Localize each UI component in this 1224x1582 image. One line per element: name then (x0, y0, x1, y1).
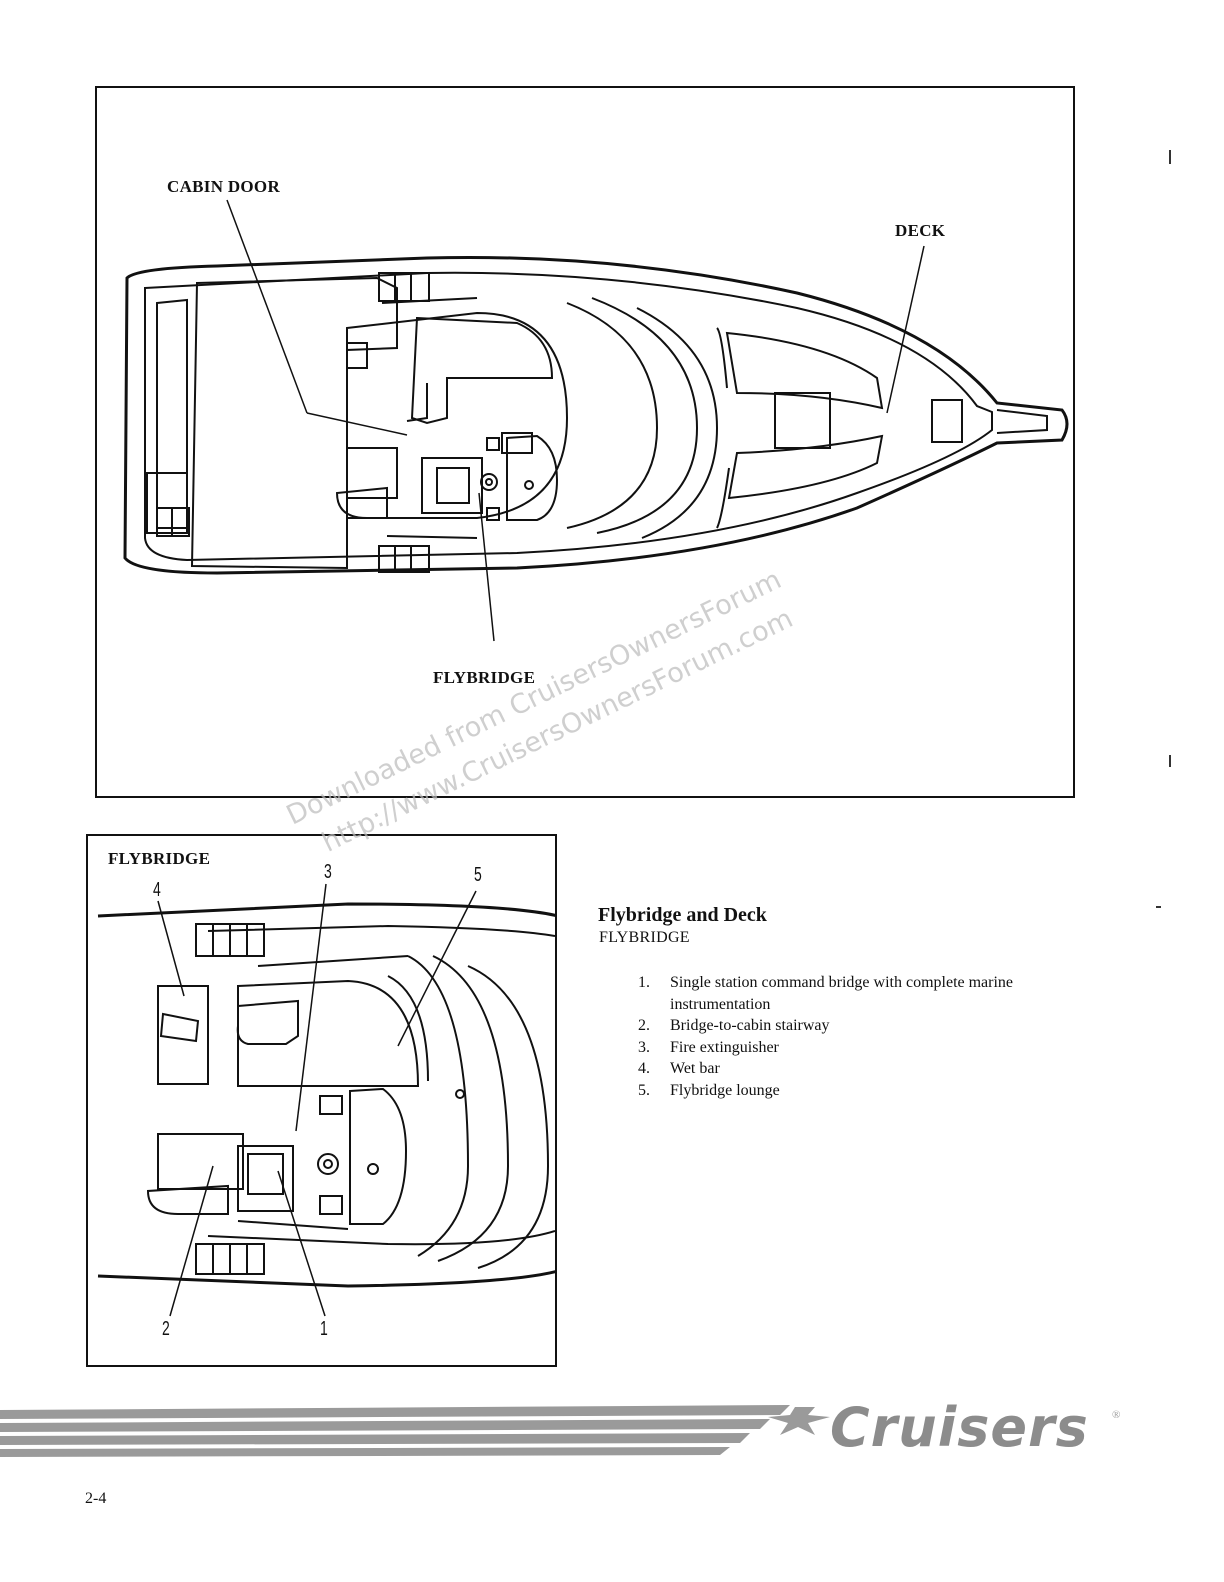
cabin-door-label: CABIN DOOR (167, 177, 281, 196)
brand-logo: Cruisers (830, 1396, 1089, 1459)
list-item: 4. Wet bar (638, 1058, 1110, 1080)
footer-brand-banner: Cruisers ® (0, 1395, 1224, 1465)
list-item: 2. Bridge-to-cabin stairway (638, 1015, 1110, 1037)
list-item: 3. Fire extinguisher (638, 1037, 1110, 1059)
margin-mark (1169, 150, 1171, 164)
deck-label: DECK (895, 221, 946, 240)
callout-5: 5 (474, 864, 482, 886)
list-item-number: 4. (638, 1060, 650, 1077)
callout-3: 3 (324, 861, 332, 883)
list-item-number: 5. (638, 1081, 650, 1099)
list-item-text: Fire extinguisher (670, 1038, 779, 1056)
boat-top-view-figure: CABIN DOOR DECK FLYBRIDGE (95, 86, 1075, 798)
callout-4: 4 (153, 879, 161, 901)
list-item-text: Single station command bridge with compl… (670, 974, 1014, 1013)
list-item: 5. Flybridge lounge (638, 1080, 1110, 1102)
page-number: 2-4 (85, 1490, 107, 1507)
registered-mark: ® (1112, 1409, 1121, 1421)
flybridge-detail-figure: FLYBRIDGE 4 3 5 2 1 (86, 834, 557, 1367)
callout-1: 1 (320, 1318, 328, 1340)
list-item-number: 3. (638, 1038, 650, 1056)
feature-list: 1. Single station command bridge with com… (638, 972, 1110, 1101)
margin-mark (1169, 755, 1171, 767)
list-item: 1. Single station command bridge with com… (638, 972, 1110, 1015)
list-item-text: Bridge-to-cabin stairway (670, 1017, 830, 1034)
section-subheading: FLYBRIDGE (599, 929, 690, 946)
list-item-number: 2. (638, 1017, 650, 1034)
boat-top-view-drawing (123, 199, 1069, 642)
margin-mark (1156, 906, 1161, 908)
flybridge-figure-title: FLYBRIDGE (108, 849, 211, 868)
list-item-text: Flybridge lounge (670, 1081, 780, 1099)
list-item-text: Wet bar (670, 1060, 720, 1077)
flybridge-label: FLYBRIDGE (433, 668, 536, 687)
brand-stripes (0, 1405, 830, 1457)
list-item-number: 1. (638, 974, 650, 991)
callout-2: 2 (162, 1318, 170, 1340)
flybridge-detail-drawing (97, 883, 555, 1317)
section-heading: Flybridge and Deck (598, 904, 767, 926)
